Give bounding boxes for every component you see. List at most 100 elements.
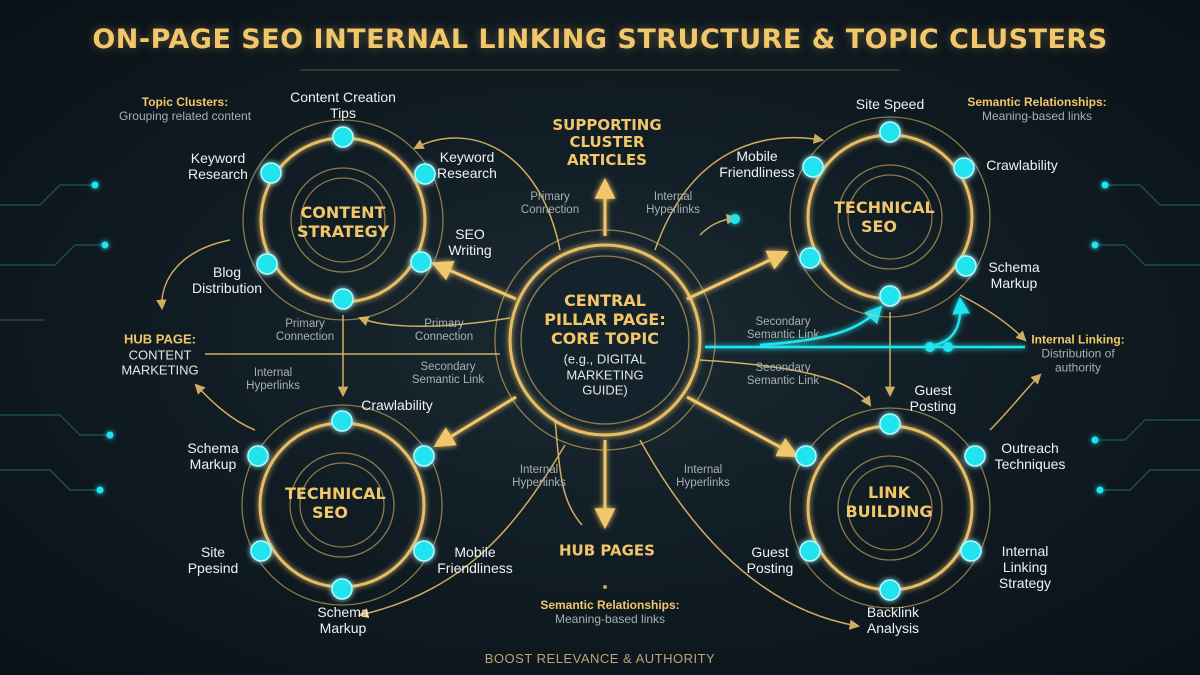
link-building-node-dot bbox=[795, 445, 817, 467]
page-title: ON-PAGE SEO INTERNAL LINKING STRUCTURE &… bbox=[92, 24, 1108, 55]
technical-seo-left-node-dot bbox=[413, 445, 435, 467]
circuit-dot bbox=[106, 431, 114, 439]
technical-seo-left-ring bbox=[299, 462, 385, 548]
technical-seo-right-node-dot bbox=[879, 285, 901, 307]
item-schema-markup-left-bottom: Schema Markup bbox=[317, 603, 369, 636]
central-pillar-ring bbox=[508, 243, 702, 437]
circuit-dot bbox=[96, 486, 104, 494]
hub-pages-label: HUB PAGES bbox=[559, 541, 655, 560]
item-blog-distribution: Blog Distribution bbox=[191, 263, 263, 296]
content-strategy-node-dot bbox=[332, 126, 354, 148]
item-content-creation-tips: Content Creation Tips bbox=[290, 88, 396, 121]
note-semantic-top: Semantic Relationships: Meaning-based li… bbox=[967, 95, 1107, 124]
note-topic-clusters: Topic Clusters: Grouping related content bbox=[118, 95, 252, 124]
circuit-dot bbox=[91, 181, 99, 189]
cyan-link-dot bbox=[730, 214, 740, 224]
link-building-ring bbox=[847, 465, 933, 551]
note-topic-clusters-sub: Grouping related content bbox=[118, 109, 252, 123]
note-semantic-bottom-sub: Meaning-based links bbox=[554, 612, 666, 626]
item-keyword-research-right: Keyword Research bbox=[437, 148, 497, 181]
curve-internal-hyperlinks-right bbox=[699, 213, 738, 236]
curve-center-to-mobile bbox=[654, 133, 825, 251]
content-strategy-ring bbox=[290, 167, 396, 273]
note-internal-linking-head: Internal Linking: bbox=[1031, 332, 1125, 347]
circuit-dot bbox=[1096, 486, 1104, 494]
supporting-articles-label: SUPPORTING CLUSTER ARTICLES bbox=[552, 116, 662, 169]
note-semantic-top-sub: Meaning-based links bbox=[981, 109, 1093, 123]
content-strategy-node-dot bbox=[256, 253, 278, 275]
curve-outreach-to-internal bbox=[989, 373, 1042, 431]
note-semantic-top-head: Semantic Relationships: bbox=[967, 95, 1107, 110]
content-strategy-node-dot bbox=[332, 288, 354, 310]
note-semantic-bottom: Semantic Relationships: Meaning-based li… bbox=[540, 598, 680, 627]
cyan-curve-to-technical-seo bbox=[759, 305, 883, 347]
cyan-curve-to-schema bbox=[934, 296, 970, 347]
technical-seo-right-node-dot bbox=[799, 247, 821, 269]
curve-center-to-content-creation bbox=[413, 137, 561, 251]
circuit-dot bbox=[1091, 436, 1099, 444]
technical-seo-right-node-dot bbox=[802, 156, 824, 178]
link-label-internal-hyperlinks-top: Internal Hyperlinks bbox=[646, 190, 700, 216]
item-guest-posting-top: Guest Posting bbox=[909, 381, 957, 414]
content-strategy-node-dot bbox=[260, 162, 282, 184]
note-internal-linking-sub: Distribution of authority bbox=[1041, 346, 1115, 374]
circuit-dot bbox=[1101, 181, 1109, 189]
item-crawlability-left: Crawlability bbox=[361, 396, 433, 413]
cluster-title-content-strategy: CONTENT STRATEGY bbox=[296, 202, 390, 241]
connector-center-to-technical-seo-right bbox=[686, 250, 789, 301]
central-pillar-ring bbox=[520, 255, 690, 425]
technical-seo-right-ring bbox=[789, 116, 991, 318]
circuit-dot bbox=[1091, 241, 1099, 249]
item-backlink-analysis: Backlink Analysis bbox=[866, 603, 920, 636]
content-strategy-node-dot bbox=[414, 163, 436, 185]
item-mobile-friendliness-left: Mobile Friendliness bbox=[437, 543, 513, 576]
item-schema-markup-left-top: Schema Markup bbox=[187, 439, 239, 472]
technical-seo-left-node-dot bbox=[331, 578, 353, 600]
connector-center-to-technical-seo-left bbox=[433, 395, 517, 448]
content-strategy-ring bbox=[242, 119, 444, 321]
technical-seo-left-ring bbox=[241, 404, 443, 606]
item-keyword-research-left: Keyword Research bbox=[188, 149, 248, 182]
note-topic-clusters-head: Topic Clusters: bbox=[141, 95, 229, 110]
link-building-node-dot bbox=[964, 445, 986, 467]
note-semantic-bottom-head: Semantic Relationships: bbox=[540, 598, 680, 613]
curve-primary-connection bbox=[358, 316, 511, 328]
footer-tagline: BOOST RELEVANCE & AUTHORITY bbox=[484, 651, 716, 666]
connector-center-to-content-strategy bbox=[431, 261, 517, 301]
cyan-link-dot bbox=[943, 342, 953, 352]
item-seo-writing: SEO Writing bbox=[448, 225, 492, 258]
item-mobile-friendliness-right: Mobile Friendliness bbox=[719, 147, 795, 180]
link-label-primary-connection-left: Primary Connection bbox=[275, 317, 335, 343]
bottom-dot bbox=[603, 585, 607, 589]
curve-schema-to-internal bbox=[959, 294, 1027, 342]
item-outreach-techniques: Outreach Techniques bbox=[994, 439, 1066, 472]
central-pillar-ring bbox=[494, 229, 716, 451]
technical-seo-left-node-dot bbox=[247, 445, 269, 467]
note-internal-linking: Internal Linking: Distribution of author… bbox=[1023, 333, 1133, 374]
curve-center-to-backlink bbox=[639, 439, 861, 630]
link-label-primary-connection-top: Primary Connection bbox=[520, 190, 580, 216]
circuit-decoration-left bbox=[0, 184, 110, 491]
link-label-secondary-semantic-right-bottom: Secondary Semantic Link bbox=[746, 361, 820, 387]
content-strategy-node-dot bbox=[410, 251, 432, 273]
hub-page-name: CONTENT MARKETING bbox=[121, 347, 199, 378]
link-label-secondary-semantic-right-top: Secondary Semantic Link bbox=[746, 315, 820, 341]
link-building-node-dot bbox=[960, 540, 982, 562]
technical-seo-right-node-dot bbox=[955, 255, 977, 277]
technical-seo-left-node-dot bbox=[413, 540, 435, 562]
link-building-node-dot bbox=[879, 413, 901, 435]
link-label-secondary-semantic-left: Secondary Semantic Link bbox=[411, 360, 485, 386]
item-crawlability-right: Crawlability bbox=[986, 156, 1058, 173]
technical-seo-right-node-dot bbox=[879, 121, 901, 143]
technical-seo-left-node-dot bbox=[250, 540, 272, 562]
item-site-ppesind: Site Ppesind bbox=[187, 543, 239, 576]
connector-center-to-link-building bbox=[686, 395, 799, 457]
link-label-internal-hyperlinks-bottom-left: Internal Hyperlinks bbox=[512, 463, 566, 489]
circuit-dot bbox=[101, 241, 109, 249]
link-label-internal-hyperlinks-bottom-right: Internal Hyperlinks bbox=[676, 463, 730, 489]
technical-seo-right-ring bbox=[837, 164, 943, 270]
curve-center-to-schema-bottom bbox=[357, 444, 566, 619]
center-pillar-subtitle: (e.g., DIGITAL MARKETING GUIDE) bbox=[563, 351, 647, 398]
hub-page-title: HUB PAGE: bbox=[124, 331, 196, 347]
